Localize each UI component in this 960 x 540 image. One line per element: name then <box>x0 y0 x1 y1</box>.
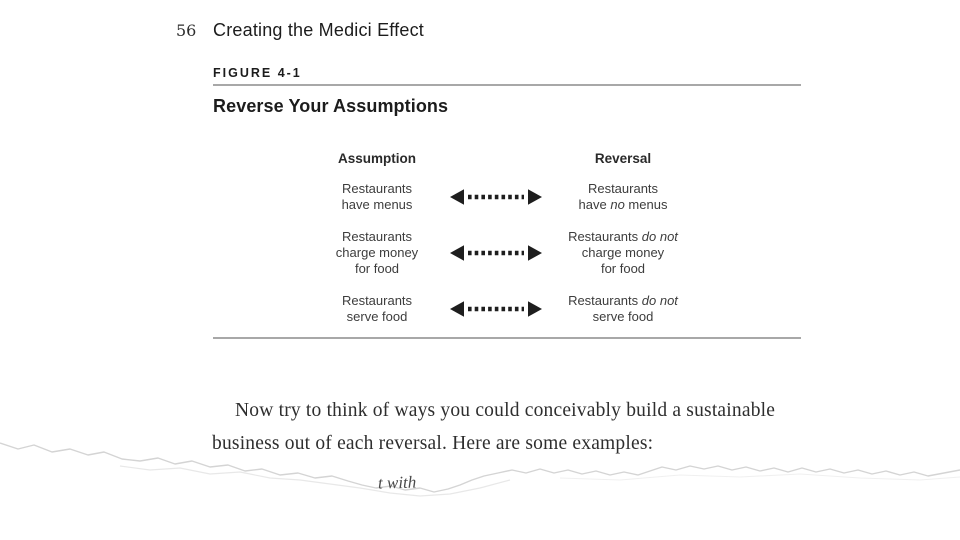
reversal-line: Restaurants do not <box>568 229 678 244</box>
assumption-line: Restaurants <box>341 229 413 244</box>
arrow-cell <box>450 300 542 318</box>
dotted-double-arrow-icon <box>450 245 542 261</box>
arrow-cell <box>450 244 542 262</box>
assumption-line: Restaurants <box>341 181 413 196</box>
reversal-line: charge money <box>581 245 665 260</box>
assumption-line: for food <box>354 261 400 276</box>
reversal-line: for food <box>600 261 646 276</box>
running-header-title: Creating the Medici Effect <box>213 20 424 40</box>
reversal-line: serve food <box>592 309 654 324</box>
reversal-line: Restaurants <box>587 181 659 196</box>
assumption-line: charge money <box>335 245 419 260</box>
arrow-cell <box>450 188 542 206</box>
figure-title: Reverse Your Assumptions <box>213 96 449 116</box>
reversal-line: have no menus <box>578 197 668 212</box>
assumption-line: serve food <box>346 309 408 324</box>
figure-label: FIGURE 4-1 <box>213 66 302 80</box>
column-header-assumption: Assumption <box>337 151 416 166</box>
reversal-line: Restaurants do not <box>568 293 678 308</box>
column-header-reversal: Reversal <box>594 151 652 166</box>
assumption-line: have menus <box>341 197 413 212</box>
torn-paper-edge <box>0 442 960 497</box>
figure-bottom-rule <box>213 337 801 339</box>
dotted-double-arrow-icon <box>450 301 542 317</box>
assumption-line: Restaurants <box>341 293 413 308</box>
page-number: 56 <box>176 21 197 40</box>
dotted-double-arrow-icon <box>450 189 542 205</box>
torn-text-fragment: t with <box>377 472 417 493</box>
paragraph-line: business out of each reversal. Here are … <box>212 433 654 454</box>
paragraph-line: Now try to think of ways you could conce… <box>235 400 776 421</box>
figure-top-rule <box>213 84 801 86</box>
